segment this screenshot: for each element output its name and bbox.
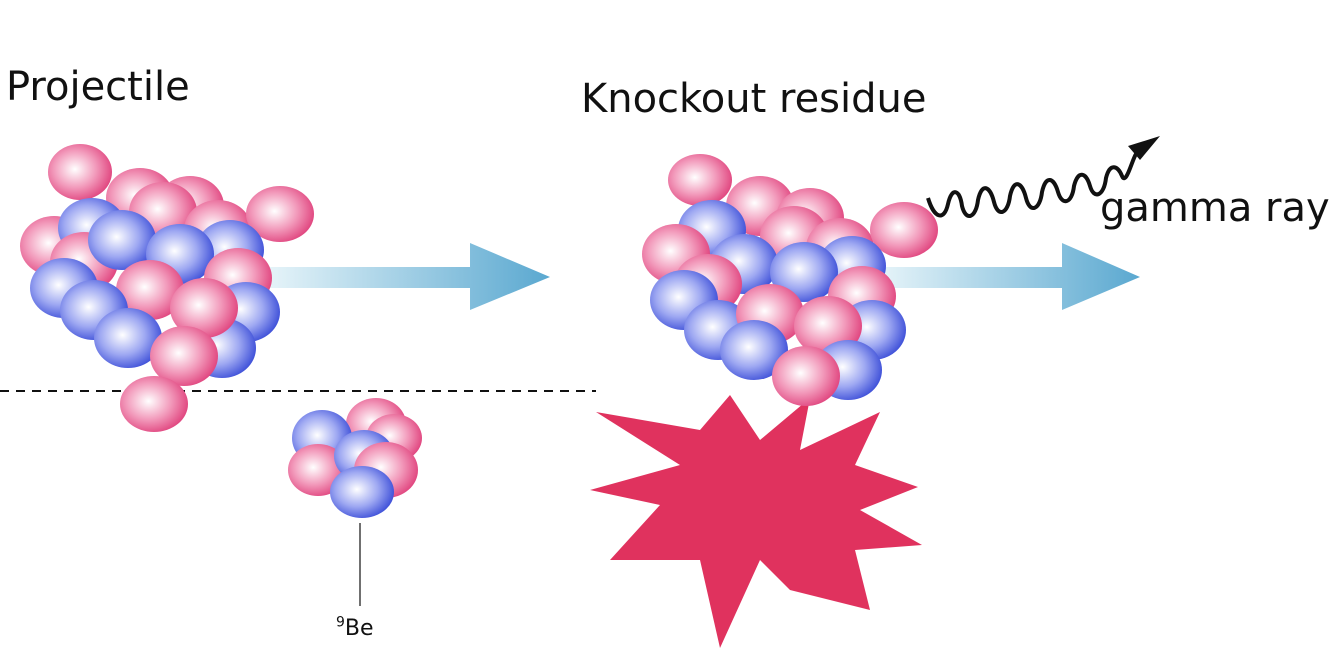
- knockout-residue-nucleus: [642, 154, 938, 406]
- projectile-proton-icon: [120, 376, 188, 432]
- gamma-ray-wavy-arrow-icon: [926, 152, 1138, 218]
- residue-proton-icon: [668, 154, 732, 206]
- mass-number: 9: [336, 614, 345, 631]
- collision-starburst-icon: [590, 395, 922, 648]
- residue-proton-icon: [870, 202, 938, 258]
- element-symbol: Be: [344, 616, 374, 641]
- projectile-proton-icon: [246, 186, 314, 242]
- projectile-beam-arrow-icon: [268, 243, 550, 310]
- beryllium-neutron-icon: [330, 466, 394, 518]
- beryllium-target-nucleus: [288, 398, 422, 518]
- residue-neutron-icon: [770, 242, 838, 302]
- projectile-neutron-icon: [94, 308, 162, 368]
- projectile-nucleus: [20, 144, 314, 432]
- projectile-neutron-icon: [88, 210, 156, 270]
- gamma-ray-arrowhead-icon: [1128, 136, 1160, 160]
- residue-beam-arrow-icon: [880, 243, 1140, 310]
- projectile-proton-icon: [170, 278, 238, 338]
- projectile-proton-icon: [150, 326, 218, 386]
- projectile-proton-icon: [116, 260, 184, 320]
- knockout-residue-label: Knockout residue: [581, 76, 927, 122]
- projectile-label: Projectile: [6, 64, 190, 110]
- gamma-ray-label: gamma ray: [1100, 185, 1330, 231]
- residue-neutron-icon: [720, 320, 788, 380]
- residue-proton-icon: [772, 346, 840, 406]
- beryllium-target-label: 9Be: [336, 616, 374, 641]
- projectile-proton-icon: [48, 144, 112, 200]
